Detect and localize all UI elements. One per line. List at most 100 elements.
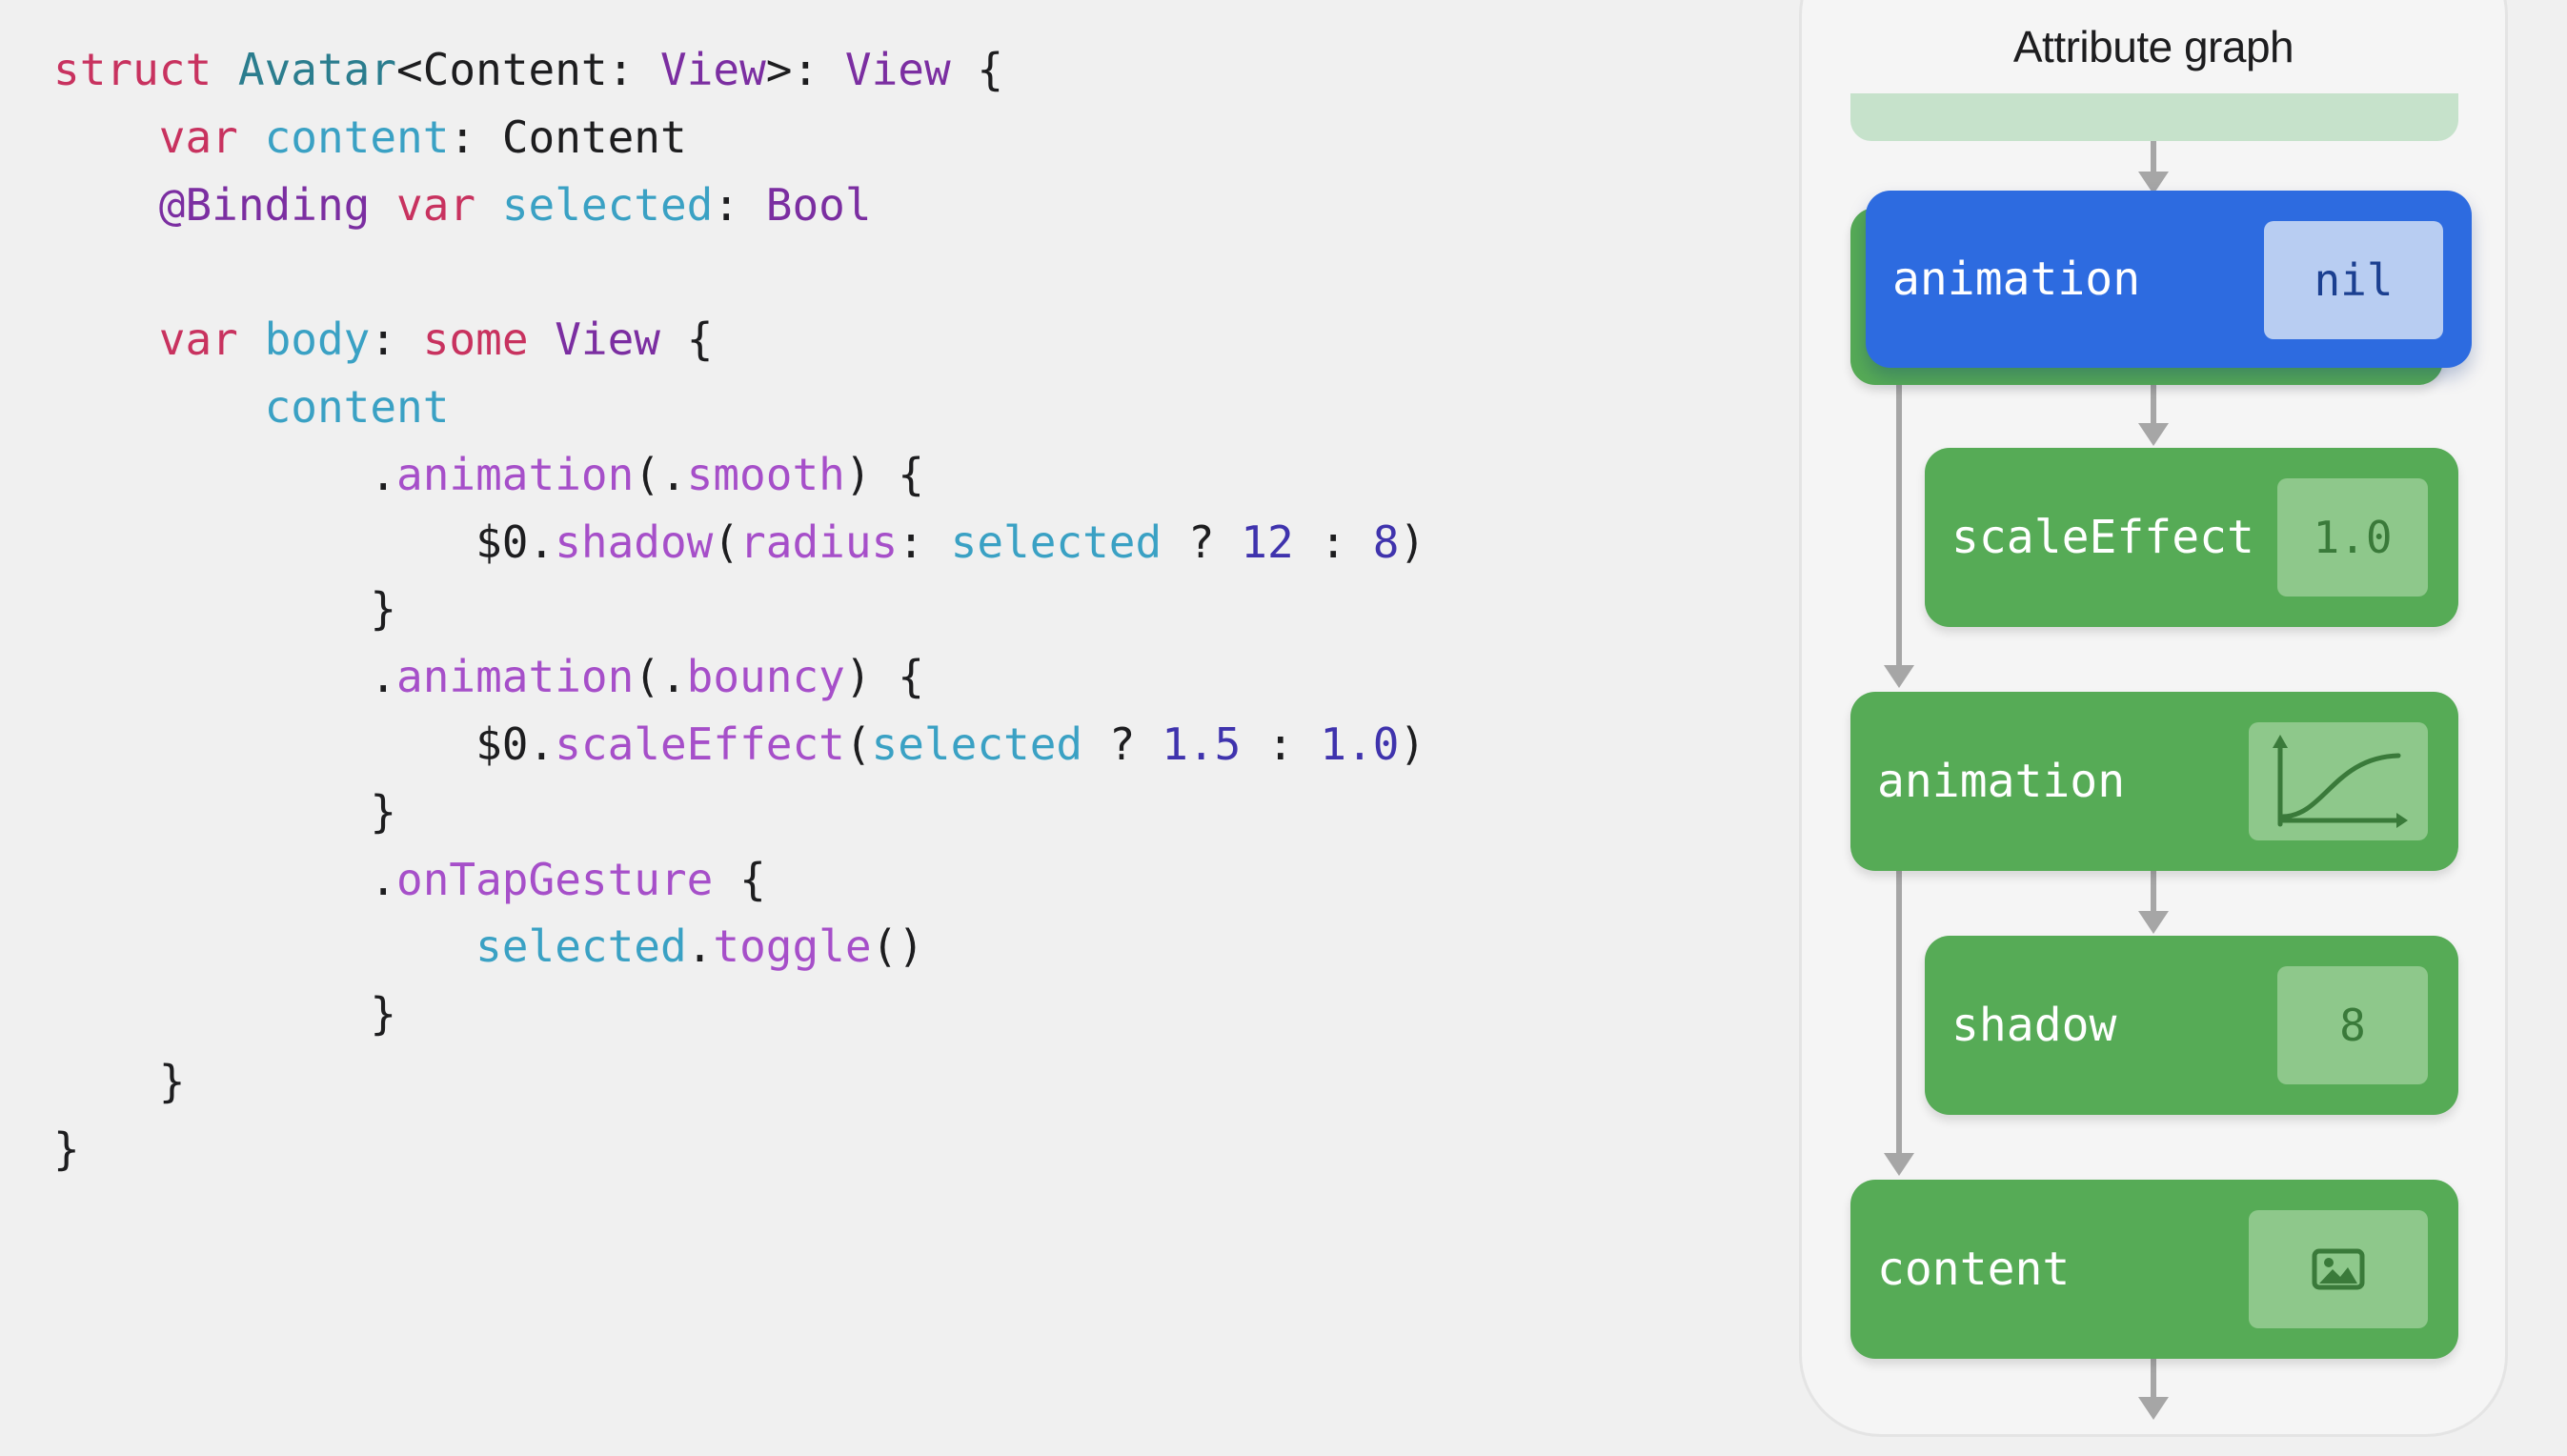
code-token: View [555, 313, 660, 366]
code-token: ? [1162, 516, 1242, 568]
code-token: var [158, 313, 265, 366]
code-token: . [53, 651, 397, 703]
code-token: selected [475, 920, 687, 973]
code-token: ( [844, 718, 872, 770]
code-token: { [713, 853, 766, 905]
code-token: content [264, 111, 450, 163]
code-token: >: [765, 44, 845, 95]
arrowhead [2138, 1397, 2169, 1420]
code-line: struct Avatar<Content: View>: View { [53, 36, 1425, 104]
code-token: @Binding [158, 178, 397, 231]
code-token: var [396, 178, 502, 231]
node-label: content [1877, 1243, 2071, 1296]
arrowhead [2138, 911, 2169, 934]
code-token: selected [871, 718, 1083, 770]
code-token: . [686, 920, 714, 973]
code-token: <Content: [396, 44, 660, 95]
code-token: ) { [844, 448, 924, 500]
code-line: var content: Content [53, 104, 1425, 172]
code-token: some [422, 313, 556, 366]
code-token: ? [1082, 718, 1162, 770]
shadow-node[interactable]: shadow 8 [1925, 936, 2458, 1115]
code-line: .animation(.bouncy) { [53, 643, 1425, 711]
photo-icon [2249, 1210, 2428, 1328]
code-token: ) { [844, 651, 924, 703]
node-label: animation [1877, 755, 2126, 808]
code-line: } [53, 576, 1425, 643]
node-label: scaleEffect [1951, 511, 2254, 564]
code-token: : [898, 516, 951, 568]
content-node[interactable]: content [1850, 1180, 2458, 1359]
code-line: @Binding var selected: Bool [53, 172, 1425, 239]
code-token: content [264, 380, 450, 433]
code-line: $0.scaleEffect(selected ? 1.5 : 1.0) [53, 711, 1425, 779]
code-line: .onTapGesture { [53, 846, 1425, 914]
code-token: radius [739, 516, 899, 568]
code-line: var body: some View { [53, 306, 1425, 374]
code-token: : [370, 313, 423, 366]
arrowhead [2138, 172, 2169, 194]
code-line: } [53, 981, 1425, 1048]
code-token: View [660, 44, 766, 95]
easing-curve-icon [2249, 722, 2428, 840]
code-token: (. [634, 448, 687, 500]
code-line: } [53, 779, 1425, 846]
code-token: shadow [555, 516, 714, 568]
code-token: { [660, 313, 714, 366]
node-label: animation [1892, 253, 2141, 306]
code-line: content [53, 374, 1425, 441]
code-token: } [53, 583, 397, 636]
code-token: scaleEffect [555, 718, 845, 770]
node-label: shadow [1951, 999, 2117, 1052]
animation-node-top[interactable]: animation nil [1866, 191, 2472, 368]
code-listing: struct Avatar<Content: View>: View { var… [53, 36, 1425, 1183]
arrowhead [2138, 423, 2169, 446]
code-token: } [53, 1055, 186, 1107]
code-token: toggle [713, 920, 872, 973]
code-token: body [264, 313, 371, 366]
code-token: $0. [53, 516, 556, 568]
node-value: 8 [2277, 966, 2428, 1084]
code-token: onTapGesture [396, 853, 714, 905]
code-token: Bool [765, 178, 872, 231]
code-token: (. [634, 651, 687, 703]
code-token: } [53, 988, 397, 1041]
animation-node-middle[interactable]: animation [1850, 692, 2458, 871]
arrowhead [1884, 1153, 1914, 1176]
code-token: . [53, 853, 397, 905]
code-token: { [950, 44, 1004, 95]
code-token: : [1241, 718, 1321, 770]
code-line: .animation(.smooth) { [53, 441, 1425, 509]
code-token: 1.0 [1320, 718, 1400, 770]
code-token: selected [501, 178, 714, 231]
code-token: } [53, 785, 397, 838]
graph-title: Attribute graph [2012, 22, 2294, 71]
code-token: bouncy [686, 651, 845, 703]
code-token: smooth [686, 448, 845, 500]
graph-top-stub [1850, 93, 2458, 141]
code-token: : [1293, 516, 1373, 568]
code-token: } [53, 1122, 80, 1175]
node-value: 1.0 [2277, 478, 2428, 597]
code-token: ) [1399, 516, 1426, 568]
code-token: . [53, 448, 397, 500]
code-line: } [53, 1048, 1425, 1116]
code-token: Avatar [237, 44, 397, 95]
code-token: : [713, 178, 766, 231]
code-token: animation [396, 448, 635, 500]
code-token: () [871, 920, 924, 973]
code-token: : Content [449, 111, 687, 163]
code-line: selected.toggle() [53, 913, 1425, 981]
code-token: 1.5 [1162, 718, 1242, 770]
code-token: ) [1399, 718, 1426, 770]
code-token: 12 [1241, 516, 1294, 568]
code-token: animation [396, 651, 635, 703]
code-token: View [844, 44, 951, 95]
node-value: nil [2264, 221, 2443, 339]
scaleeffect-node[interactable]: scaleEffect 1.0 [1925, 448, 2458, 627]
code-token: $0. [53, 718, 556, 770]
code-line: } [53, 1116, 1425, 1183]
code-token: struct [53, 44, 238, 95]
code-token: ( [713, 516, 740, 568]
